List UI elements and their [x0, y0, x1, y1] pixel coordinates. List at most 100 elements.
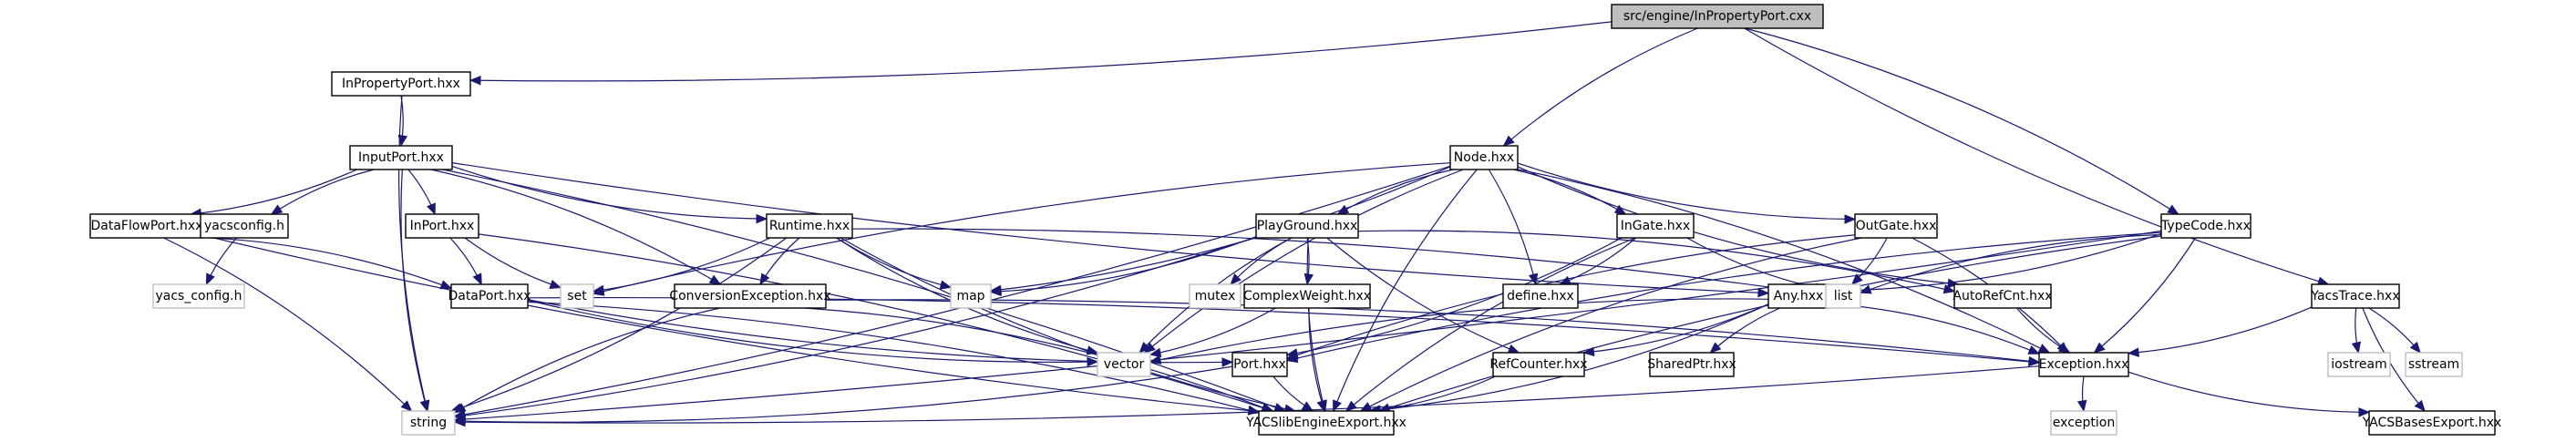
- node-root[interactable]: src/engine/InPropertyPort.cxx: [1611, 4, 1824, 29]
- node-InPort[interactable]: InPort.hxx: [405, 213, 479, 239]
- node-define[interactable]: define.hxx: [1502, 283, 1579, 309]
- node-RefCounter[interactable]: RefCounter.hxx: [1489, 352, 1588, 377]
- edge-PlayGround-to-mutex: [1230, 237, 1293, 285]
- edge-InputPort-to-Any: [451, 162, 1769, 294]
- node-label: Node.hxx: [1454, 150, 1514, 165]
- edge-Node-to-Exception: [1517, 169, 2050, 354]
- node-TypeCode[interactable]: TypeCode.hxx: [2160, 213, 2251, 239]
- arrowhead-icon: [1285, 353, 1299, 364]
- edge-InPort-to-set: [464, 237, 562, 289]
- edge-root-to-TypeCode: [1745, 27, 2179, 215]
- node-box: [349, 145, 453, 170]
- arrowhead-icon: [2027, 345, 2041, 355]
- node-Any[interactable]: Any.hxx: [1767, 283, 1829, 309]
- edge-InputPort-to-yacsconfig: [271, 169, 375, 215]
- node-label: Runtime.hxx: [769, 219, 850, 233]
- node-box: [1492, 352, 1585, 377]
- arrowhead-icon: [439, 280, 453, 290]
- node-OutGate[interactable]: OutGate.hxx: [1854, 213, 1938, 239]
- node-label: YACSBasesExport.hxx: [2362, 416, 2502, 430]
- edge-OutGate-to-YACSlibEngineExport: [1360, 237, 1862, 412]
- node-label: InputPort.hxx: [358, 150, 444, 165]
- node-label: SharedPtr.hxx: [1647, 357, 1736, 372]
- arrowhead-icon: [1502, 135, 1515, 147]
- edge-OutGate-to-Port: [1286, 234, 1856, 360]
- node-label: set: [567, 289, 587, 303]
- edge-Node-to-PlayGround: [1337, 169, 1454, 215]
- node-box: [331, 71, 471, 97]
- arrowhead-icon: [400, 400, 413, 412]
- node-box: [1649, 352, 1735, 377]
- edge-Runtime-to-set: [592, 237, 771, 293]
- node-box: [1097, 352, 1151, 377]
- arrowhead-icon: [1859, 284, 1872, 294]
- arrowhead-icon: [2351, 341, 2362, 355]
- arrowhead-icon: [1247, 405, 1261, 416]
- node-label: vector: [1104, 357, 1145, 372]
- edge-PlayGround-to-map: [990, 236, 1257, 293]
- node-box: [674, 283, 827, 309]
- node-label: YacsTrace.hxx: [2310, 289, 2399, 303]
- edge-InGate-to-define: [1560, 237, 1637, 285]
- node-box: [2160, 213, 2251, 239]
- node-box: [2327, 352, 2391, 377]
- node-label: InPropertyPort.hxx: [342, 77, 460, 91]
- arrowhead-icon: [2028, 356, 2041, 366]
- node-label: InGate.hxx: [1621, 219, 1690, 233]
- node-DataPort[interactable]: DataPort.hxx: [448, 283, 531, 309]
- node-label: AutoRefCnt.hxx: [1953, 289, 2052, 303]
- node-Runtime[interactable]: Runtime.hxx: [766, 213, 853, 239]
- edge-DataFlowPort-to-YACSlibEngineExport: [202, 234, 1260, 413]
- node-label: InPort.hxx: [410, 219, 475, 233]
- node-map: map: [950, 283, 992, 309]
- arrowhead-icon: [1359, 402, 1373, 412]
- arrowhead-icon: [1709, 342, 1722, 354]
- node-box: [1255, 213, 1359, 239]
- node-InputPort[interactable]: InputPort.hxx: [349, 145, 453, 170]
- node-AutoRefCnt[interactable]: AutoRefCnt.hxx: [1953, 283, 2053, 309]
- node-YacsTrace[interactable]: YacsTrace.hxx: [2310, 283, 2400, 309]
- node-box: [2050, 410, 2117, 436]
- node-InGate[interactable]: InGate.hxx: [1616, 213, 1695, 239]
- edge-TypeCode-to-YACSlibEngineExport: [1378, 235, 2162, 412]
- arrowhead-icon: [2057, 343, 2071, 354]
- edge-Exception-to-string: [454, 365, 2040, 424]
- node-PlayGround[interactable]: PlayGround.hxx: [1255, 213, 1359, 239]
- edge-root-to-YacsTrace: [1744, 27, 2329, 285]
- arrowhead-icon: [2167, 204, 2179, 215]
- arrowhead-icon: [270, 204, 283, 215]
- node-YACSlibEngineExport[interactable]: YACSlibEngineExport.hxx: [1245, 410, 1406, 436]
- node-DataFlowPort[interactable]: DataFlowPort.hxx: [89, 213, 204, 239]
- edge-TypeCode-to-Exception: [2094, 237, 2197, 354]
- node-yacs_config: yacs_config.h: [152, 283, 245, 309]
- node-Exception[interactable]: Exception.hxx: [2038, 352, 2129, 377]
- node-InPropertyPort[interactable]: InPropertyPort.hxx: [331, 71, 471, 97]
- node-box: [1611, 4, 1824, 29]
- node-sstream: sstream: [2405, 352, 2463, 377]
- node-ComplexWeight[interactable]: ComplexWeight.hxx: [1243, 283, 1371, 309]
- arrowhead-icon: [2076, 399, 2087, 413]
- node-label: DataPort.hxx: [448, 289, 531, 303]
- arrowhead-icon: [419, 399, 429, 413]
- edge-PlayGround-to-AutoRefCnt: [1357, 230, 1955, 293]
- node-yacsconfig[interactable]: yacsconfig.h: [200, 213, 289, 239]
- node-exception: exception: [2050, 410, 2117, 436]
- arrowhead-icon: [1507, 344, 1520, 354]
- node-box: [2038, 352, 2129, 377]
- arrowhead-icon: [1942, 283, 1956, 294]
- edge-InPort-to-YACSlibEngineExport: [478, 233, 1273, 412]
- node-Node[interactable]: Node.hxx: [1449, 145, 1519, 170]
- arrowhead-icon: [2127, 347, 2139, 357]
- node-SharedPtr[interactable]: SharedPtr.hxx: [1647, 352, 1736, 377]
- arrowhead-icon: [1230, 273, 1242, 285]
- node-label: Any.hxx: [1774, 289, 1824, 303]
- edge-InputPort-to-YACSlibEngineExport: [442, 169, 1285, 412]
- node-label: mutex: [1195, 289, 1236, 303]
- edge-Node-to-AutoRefCnt: [1517, 166, 1959, 285]
- node-string: string: [401, 410, 456, 436]
- edge-Runtime-to-list: [851, 228, 1827, 296]
- node-ConversionException[interactable]: ConversionException.hxx: [669, 283, 831, 309]
- node-YACSBasesExport[interactable]: YACSBasesExport.hxx: [2362, 410, 2502, 436]
- node-label: DataFlowPort.hxx: [90, 219, 202, 233]
- node-Port[interactable]: Port.hxx: [1231, 352, 1288, 377]
